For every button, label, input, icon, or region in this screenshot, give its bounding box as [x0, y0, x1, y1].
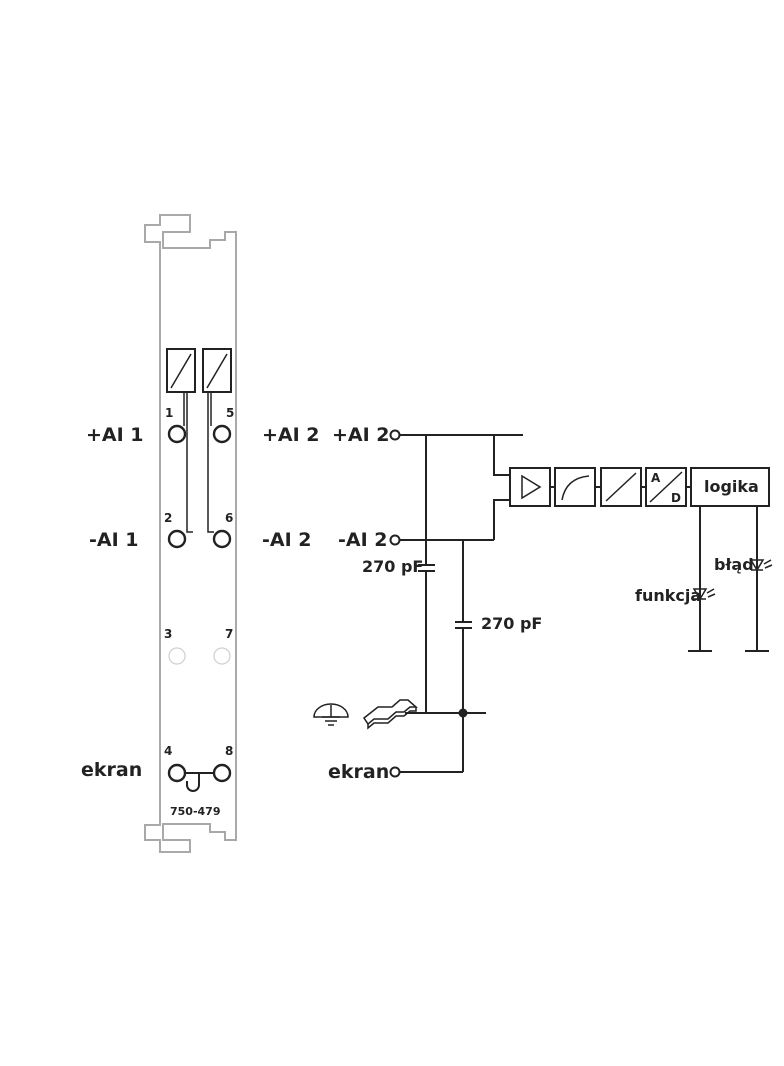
shield-bridge	[185, 772, 214, 792]
din-rail-icon	[362, 699, 418, 730]
terminal-6[interactable]	[212, 529, 232, 549]
module-internal-wiring	[183, 392, 214, 533]
function-led-icon	[692, 588, 716, 601]
module-body	[144, 214, 237, 853]
protection-element-2	[202, 348, 232, 393]
terminal-3[interactable]	[168, 647, 186, 665]
label-shield: ekran	[81, 759, 142, 781]
adc-label-a: A	[651, 471, 661, 485]
pin-number-5: 5	[226, 406, 234, 420]
pin-number-4: 4	[164, 744, 172, 758]
schematic-label-shield: ekran	[328, 761, 389, 783]
pin-number-8: 8	[225, 744, 233, 758]
terminal-8[interactable]	[212, 763, 232, 783]
adc-label-d: D	[671, 491, 681, 505]
part-number: 750-479	[170, 805, 221, 818]
schematic-terminal-minus	[389, 534, 401, 546]
led-lines	[688, 506, 769, 652]
function-led-label: funkcja	[635, 586, 701, 605]
earth-ground-icon	[313, 703, 349, 726]
error-led-icon	[749, 559, 773, 572]
pin-number-1: 1	[165, 406, 173, 420]
capacitor-1	[418, 435, 435, 713]
ground-bus	[405, 708, 486, 718]
terminal-2[interactable]	[167, 529, 187, 549]
capacitor-2	[455, 540, 472, 713]
amplifier-block	[509, 467, 551, 507]
terminal-7[interactable]	[213, 647, 231, 665]
logic-block: logika	[690, 467, 770, 507]
signal-wiring	[400, 434, 523, 773]
pin-number-7: 7	[225, 627, 233, 641]
pin-number-2: 2	[164, 511, 172, 525]
schematic-terminal-plus	[389, 429, 401, 441]
isolation-block	[600, 467, 642, 507]
label-plus-ai2: +AI 2	[262, 424, 320, 446]
schematic-label-plus-ai: +AI 2	[332, 424, 390, 446]
protection-element-1	[166, 348, 196, 393]
schematic-terminal-shield	[389, 766, 401, 778]
label-minus-ai1: -AI 1	[89, 529, 139, 551]
error-led-label: błąd	[714, 555, 754, 574]
terminal-4[interactable]	[167, 763, 187, 783]
pin-number-6: 6	[225, 511, 233, 525]
terminal-5[interactable]	[212, 424, 232, 444]
label-plus-ai1: +AI 1	[86, 424, 144, 446]
logic-label: logika	[704, 477, 759, 496]
adc-block: A D	[645, 467, 687, 507]
terminal-1[interactable]	[167, 424, 187, 444]
capacitor-2-label: 270 pF	[481, 614, 542, 633]
label-minus-ai2: -AI 2	[262, 529, 312, 551]
pin-number-3: 3	[164, 627, 172, 641]
schematic-label-minus-ai: -AI 2	[338, 529, 388, 551]
filter-block	[554, 467, 596, 507]
capacitor-1-label: 270 pF	[362, 557, 423, 576]
